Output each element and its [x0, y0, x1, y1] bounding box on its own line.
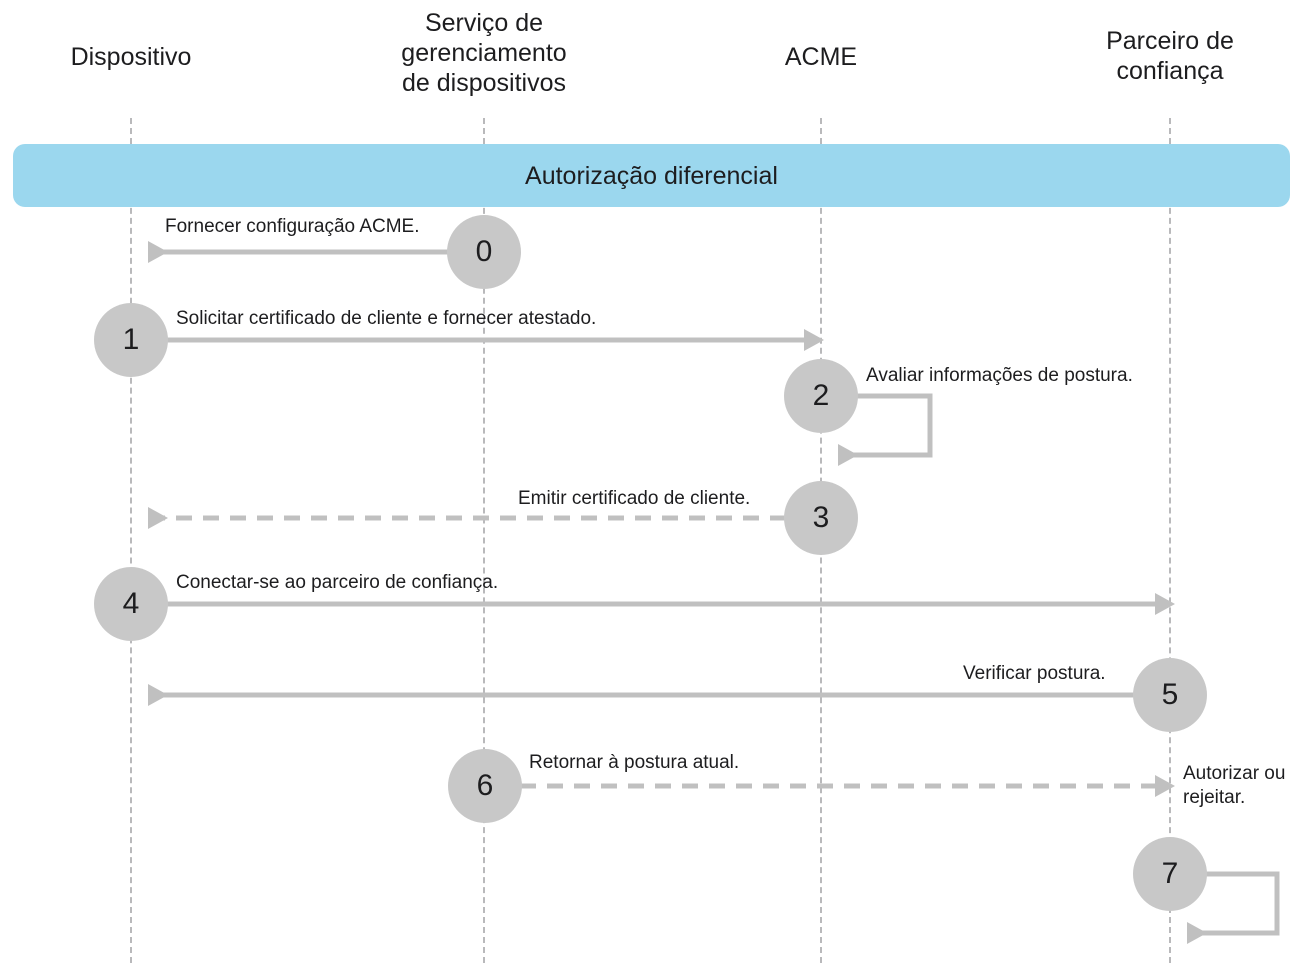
message-label-3: Emitir certificado de cliente.: [518, 488, 751, 509]
step-marker-1[interactable]: 1: [94, 303, 168, 377]
phase-banner: [13, 144, 1290, 207]
message-label-2: Avaliar informações de postura.: [866, 365, 1133, 386]
step-marker-4[interactable]: 4: [94, 567, 168, 641]
message-label-1: Solicitar certificado de cliente e forne…: [176, 308, 597, 329]
lane-header-device: Dispositivo: [70, 43, 192, 71]
lane-header-acme: ACME: [784, 43, 858, 71]
step-marker-0[interactable]: 0: [447, 215, 521, 289]
lifeline-mdm: [483, 118, 485, 963]
lane-header-mdm: Serviço de gerenciamento de dispositivos: [401, 9, 567, 97]
lane-header-partner: Parceiro de confiança: [1106, 27, 1234, 85]
message-label-6: Retornar à postura atual.: [529, 752, 740, 773]
lifeline-partner: [1169, 118, 1171, 963]
message-label-5: Verificar postura.: [963, 663, 1106, 684]
lifeline-device: [130, 118, 132, 963]
message-label-4: Conectar-se ao parceiro de confiança.: [176, 572, 499, 593]
message-label-0: Fornecer configuração ACME.: [165, 216, 420, 237]
step-marker-3[interactable]: 3: [784, 481, 858, 555]
step-marker-5[interactable]: 5: [1133, 658, 1207, 732]
phase-banner-label: Autorização diferencial: [525, 162, 778, 190]
step-marker-7[interactable]: 7: [1133, 837, 1207, 911]
message-note-6: Autorizar ou rejeitar.: [1183, 763, 1286, 808]
step-marker-6[interactable]: 6: [448, 749, 522, 823]
step-marker-2[interactable]: 2: [784, 359, 858, 433]
